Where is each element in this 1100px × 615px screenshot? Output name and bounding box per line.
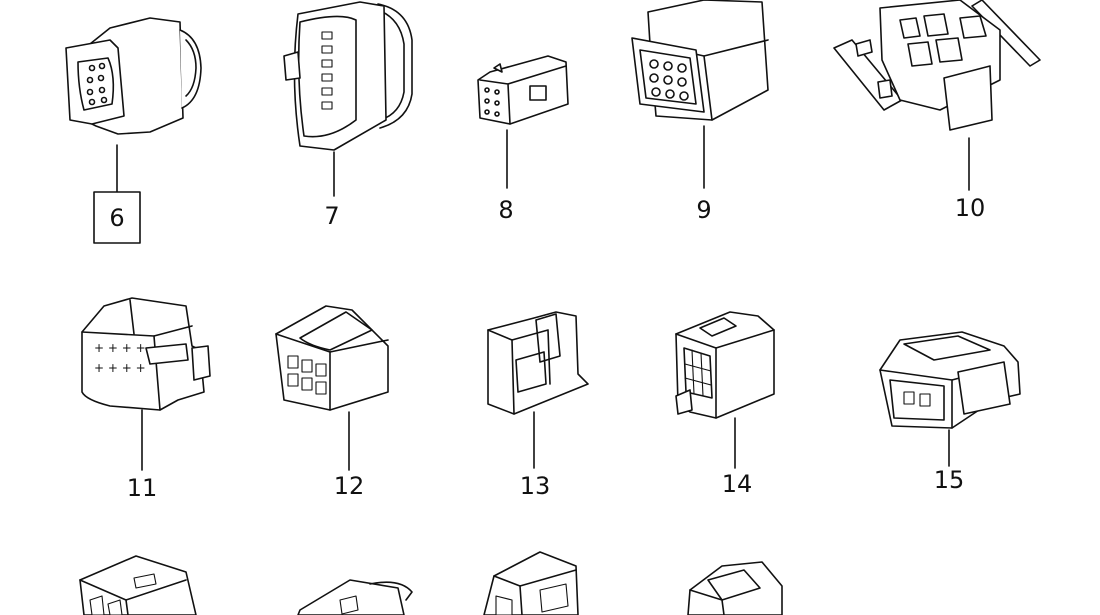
part-6[interactable]: 6	[65, 17, 202, 244]
part-number-6: 6	[109, 204, 124, 232]
8-pin-connector-icon: + + + + + + + +	[81, 297, 211, 411]
small-6-pin-connector-icon	[477, 55, 569, 125]
part-number-10: 10	[955, 194, 986, 222]
part-number-13: 13	[520, 472, 551, 500]
part-10[interactable]: 10	[833, 0, 1041, 222]
flat-multi-pin-connector-icon	[283, 1, 413, 151]
open-frame-connector-icon	[487, 311, 589, 415]
round-connector-housing-icon	[65, 17, 202, 135]
part-12[interactable]: 12	[275, 305, 389, 500]
part-7[interactable]: 7	[283, 1, 413, 230]
part-14[interactable]: 14	[675, 311, 775, 498]
part-15[interactable]: 15	[879, 331, 1021, 494]
svg-text:+ + + +: + + + +	[94, 341, 146, 355]
2-pin-connector-icon	[879, 331, 1021, 429]
part-11[interactable]: + + + + + + + + 11	[81, 297, 211, 502]
svg-text:+ + + +: + + + +	[94, 361, 146, 375]
part-partial-2[interactable]	[297, 579, 413, 615]
relay-carrier-bracket-icon	[833, 0, 1041, 131]
6-pin-latch-connector-icon	[275, 305, 389, 411]
part-13[interactable]: 13	[487, 311, 589, 500]
highlight-marker	[93, 191, 141, 244]
sealed-connector-housing-icon	[631, 0, 769, 121]
part-partial-4[interactable]	[687, 561, 783, 615]
part-number-8: 8	[498, 196, 513, 224]
connector-housing-icon	[79, 555, 197, 615]
grid-connector-icon	[675, 311, 775, 419]
part-number-11: 11	[127, 474, 158, 502]
part-8[interactable]: 8	[477, 55, 569, 224]
connector-housing-icon	[297, 579, 413, 615]
part-partial-3[interactable]	[483, 551, 579, 615]
part-number-12: 12	[334, 472, 365, 500]
part-number-14: 14	[722, 470, 753, 498]
part-number-7: 7	[324, 202, 339, 230]
part-partial-1[interactable]	[79, 555, 197, 615]
connector-housing-icon	[687, 561, 783, 615]
part-number-15: 15	[934, 466, 965, 494]
part-9[interactable]: 9	[631, 0, 769, 224]
part-number-9: 9	[696, 196, 711, 224]
connector-housing-icon	[483, 551, 579, 615]
